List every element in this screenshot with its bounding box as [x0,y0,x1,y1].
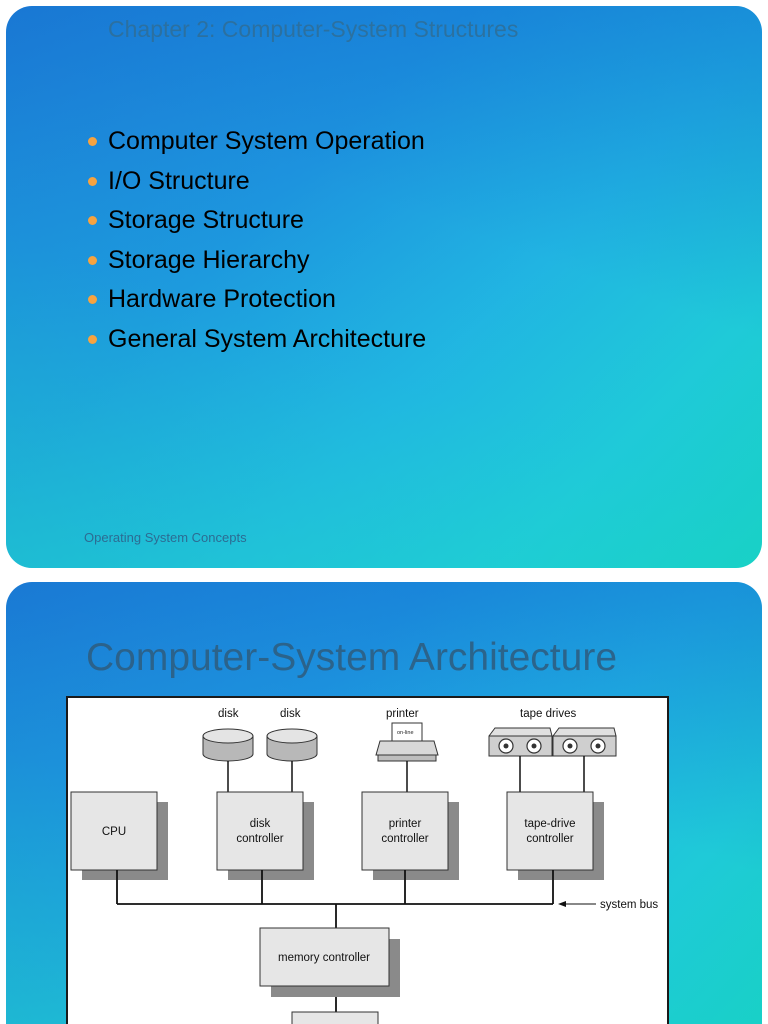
system-bus [116,870,554,1012]
slide-1-title: Chapter 2: Computer-System Structures [108,16,519,42]
device-connectors [227,756,585,792]
memory-controller-label: memory controller [278,952,370,964]
disk-controller-line-1: disk [250,818,271,830]
bullet-list: Computer System Operation I/O Structure … [86,126,426,364]
disk-icon [202,728,254,762]
tape-drives-label: tape drives [520,708,577,720]
tape-controller-line-1: tape-drive [524,818,575,830]
bullet-item: Computer System Operation [86,126,426,166]
architecture-diagram: disk disk printer tape drives on-line [66,696,669,1024]
disk-controller-box: disk controller [216,791,314,880]
slide-1: Chapter 2: Computer-System Structures Co… [6,6,762,568]
printer-label: printer [386,708,419,720]
memory-box [291,1011,379,1024]
slide-2: Computer-System Architecture disk disk p… [6,582,762,1024]
printer-controller-line-2: controller [381,833,428,845]
memory-controller-box: memory controller [259,927,400,997]
bullet-item: Storage Structure [86,205,426,245]
bullet-item: I/O Structure [86,166,426,206]
printer-panel-label: on-line [397,730,414,736]
slide-footer: Operating System Concepts [84,530,247,545]
disk-label-2: disk [280,708,301,720]
printer-controller-line-1: printer [389,818,422,830]
disk-controller-line-2: controller [236,833,283,845]
bullet-item: Storage Hierarchy [86,245,426,285]
bullet-item: General System Architecture [86,324,426,364]
slide-2-title: Computer-System Architecture [86,636,618,679]
disk-label-1: disk [218,708,239,720]
cpu-label: CPU [102,826,126,838]
bullet-item: Hardware Protection [86,284,426,324]
disk-icon [266,728,318,762]
tape-drive-icon [552,727,617,757]
tape-drive-icon [488,727,553,757]
tape-controller-line-2: controller [526,833,573,845]
printer-icon: on-line [375,722,439,762]
printer-controller-box: printer controller [361,791,459,880]
cpu-box: CPU [70,791,168,880]
bus-arrow-icon [558,901,596,907]
architecture-svg: disk disk printer tape drives on-line [70,708,658,1024]
system-bus-label: system bus [600,899,658,911]
tape-controller-box: tape-drive controller [506,791,604,880]
